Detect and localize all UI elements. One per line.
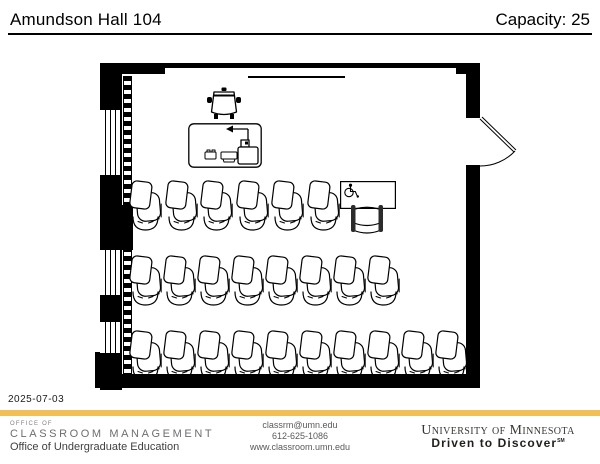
- student-chair: [235, 180, 269, 233]
- gold-bar: [0, 410, 600, 416]
- window-glazing: [105, 250, 121, 295]
- control-panel-icon: [204, 151, 217, 160]
- accessible-chair-icon: [351, 205, 383, 234]
- student-chair: [333, 255, 366, 308]
- accessible-table-icon: [340, 181, 396, 209]
- doc-camera-icon: [220, 151, 238, 160]
- lectern-icon: [226, 125, 259, 165]
- student-chair: [306, 180, 340, 233]
- header-rule: [8, 33, 592, 35]
- tagline-text: Driven to Discover: [431, 436, 558, 450]
- student-chair: [299, 255, 332, 308]
- student-chair: [299, 330, 332, 383]
- student-chair: [129, 180, 162, 233]
- footer-subdept: Office of Undergraduate Education: [10, 441, 180, 453]
- capacity-label: Capacity: 25: [495, 10, 591, 29]
- whiteboard-line: [248, 76, 345, 78]
- footer-contact-block: classrm@umn.edu 612-625-1086 www.classro…: [227, 420, 373, 453]
- student-chair: [367, 330, 400, 383]
- instructor-chair-icon: [207, 87, 241, 119]
- student-chair: [164, 180, 198, 233]
- page-title: Amundson Hall 104: [10, 10, 162, 29]
- window-section: [100, 110, 121, 175]
- footer-office-of: OFFICE OF: [10, 421, 53, 427]
- wall-bottom-left-corner: [95, 352, 122, 388]
- instructor-desk-icon: [188, 123, 262, 168]
- date-stamp: 2025-07-03: [8, 394, 65, 405]
- student-chair: [200, 180, 233, 233]
- student-chair: [129, 330, 162, 383]
- student-chair: [129, 255, 162, 308]
- window-section: [100, 322, 121, 353]
- contact-email: classrm@umn.edu: [262, 420, 338, 430]
- student-chair: [271, 180, 304, 233]
- contact-phone: 612-625-1086: [271, 431, 329, 441]
- student-chair: [333, 330, 366, 383]
- university-wordmark: University of Minnesota: [421, 423, 575, 438]
- student-chair: [367, 255, 400, 308]
- tagline-servicemark: SM: [557, 438, 565, 444]
- wall-right-upper: [466, 63, 480, 118]
- window-glazing: [105, 322, 121, 353]
- student-chair: [163, 255, 196, 308]
- wall-top-inset: [165, 67, 456, 75]
- student-chair: [197, 330, 230, 383]
- wall-bottom: [100, 374, 480, 388]
- university-tagline: Driven to DiscoverSM: [418, 436, 578, 450]
- student-chair: [197, 255, 230, 308]
- student-chair: [401, 330, 434, 383]
- door-swing-icon: [479, 116, 517, 167]
- wall-right-lower: [466, 165, 480, 388]
- wheelchair-icon: [344, 183, 359, 198]
- window-section: [100, 250, 121, 295]
- student-chair: [435, 330, 468, 383]
- contact-website: www.classroom.umn.edu: [249, 442, 351, 452]
- student-chair: [265, 255, 298, 308]
- window-glazing: [105, 110, 121, 175]
- wall-left-pier: [100, 205, 133, 250]
- footer-dept-wordmark: CLASSROOM MANAGEMENT: [10, 428, 215, 440]
- student-chair: [231, 330, 264, 383]
- student-chair: [265, 330, 298, 383]
- student-chair: [231, 255, 264, 308]
- student-chair: [163, 330, 196, 383]
